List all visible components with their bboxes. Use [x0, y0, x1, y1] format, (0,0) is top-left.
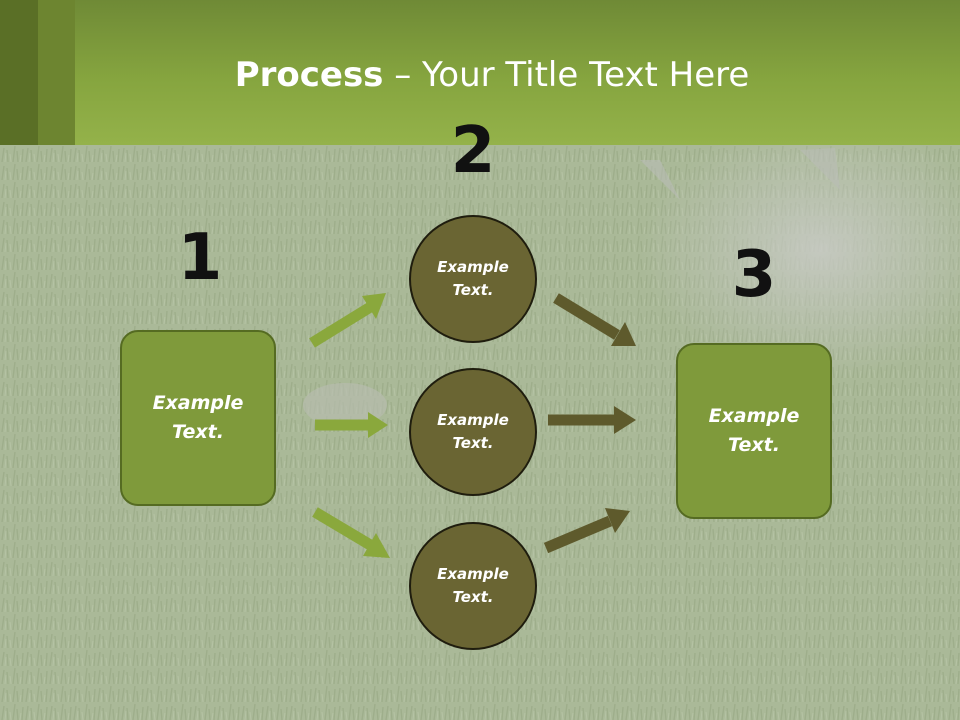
circle-text-line1: Example	[437, 565, 509, 583]
step-number-1: 1	[177, 221, 223, 295]
step-1-box: Example Text.	[120, 330, 276, 506]
arrow-down-right-light	[312, 507, 390, 558]
arrow-right-dark	[548, 406, 636, 434]
step-3-text-line2: Text.	[728, 434, 780, 456]
header-bar: Process – Your Title Text Here	[0, 0, 960, 145]
arrow-up-right-light	[309, 293, 386, 348]
circle-text-line2: Text.	[452, 434, 494, 452]
step-2-circle-top: Example Text.	[409, 215, 537, 343]
step-2-circle-bottom: Example Text.	[409, 522, 537, 650]
header-accent-stripe	[0, 0, 38, 145]
step-2-circle-middle: Example Text.	[409, 368, 537, 496]
step-3-text-line1: Example	[708, 405, 800, 427]
arrow-up-right-dark	[543, 508, 630, 554]
arrow-right-light	[315, 412, 388, 438]
header-accent-stripe	[38, 0, 75, 145]
step-1-text-line2: Text.	[172, 421, 224, 443]
circle-text-line1: Example	[437, 411, 509, 429]
mouse-silhouette	[303, 383, 387, 427]
title-rest: – Your Title Text Here	[383, 55, 750, 95]
circle-text-line2: Text.	[452, 588, 494, 606]
arrow-down-right-dark	[553, 293, 636, 346]
slide-title: Process – Your Title Text Here	[0, 54, 960, 96]
title-bold: Process	[234, 55, 384, 95]
step-number-2: 2	[450, 114, 496, 188]
circle-text-line2: Text.	[452, 281, 494, 299]
step-1-text-line1: Example	[152, 392, 244, 414]
circle-text-line1: Example	[437, 258, 509, 276]
step-3-box: Example Text.	[676, 343, 832, 519]
step-number-3: 3	[731, 238, 777, 312]
cat-silhouette	[640, 120, 960, 380]
